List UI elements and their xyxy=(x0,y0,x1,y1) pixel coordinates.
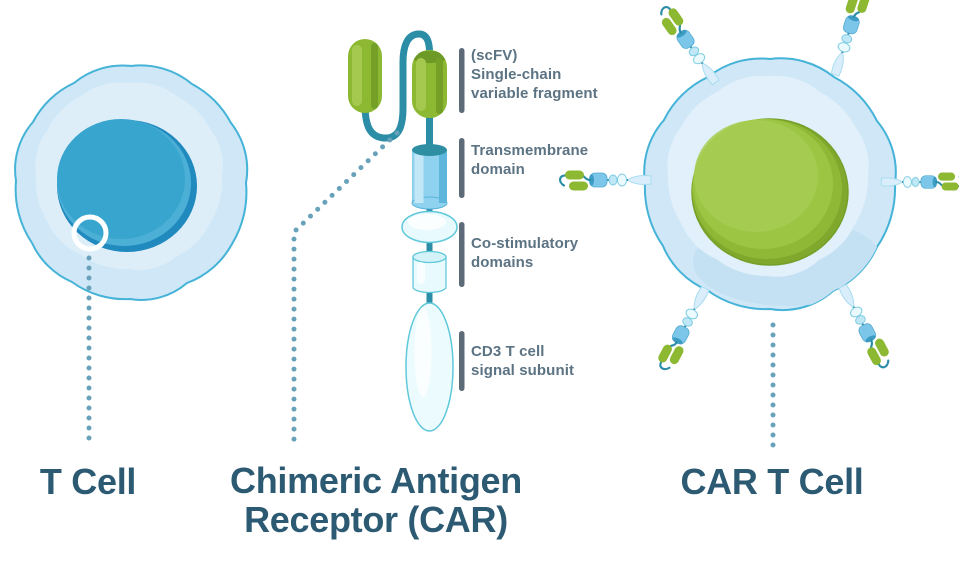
car-receptor-bottom-right xyxy=(833,280,896,373)
t-cell-illustration xyxy=(14,64,249,301)
car-receptor-top-left xyxy=(653,1,725,90)
transmembrane-label-line: domain xyxy=(471,161,525,178)
costimulatory-label: Co-stimulatory domains xyxy=(471,234,578,272)
car-title-line: Receptor (CAR) xyxy=(244,499,508,540)
car-t-cell-title: CAR T Cell xyxy=(680,461,864,502)
car-receptor-top-right xyxy=(823,0,874,79)
car-title-line: Chimeric Antigen xyxy=(230,460,522,501)
costimulatory-tick xyxy=(459,222,465,287)
transmembrane-label-line: Transmembrane xyxy=(471,142,589,159)
t-cell-nucleus xyxy=(57,119,197,252)
transmembrane-tick xyxy=(459,138,465,198)
car-t-cell-nucleus xyxy=(691,118,849,266)
scfv-label-line: variable fragment xyxy=(471,85,598,102)
transmembrane-cylinder xyxy=(411,144,448,210)
car-receptor-bottom-left xyxy=(653,282,716,375)
cd3-label-line: signal subunit xyxy=(471,362,575,379)
transmembrane-label: Transmembrane domain xyxy=(471,141,588,179)
scfv-label: (scFV) Single-chain variable fragment xyxy=(471,46,598,103)
cd3-signal-subunit xyxy=(405,302,454,432)
magnifier-circle xyxy=(71,214,109,252)
car-t-cell-illustration xyxy=(558,0,959,375)
t-cell-title: T Cell xyxy=(39,461,137,502)
costimulatory-label-line: domains xyxy=(471,254,534,271)
costimulatory-domain-cylinder xyxy=(412,250,447,294)
cd3-tick xyxy=(459,331,465,391)
cd3-label: CD3 T cell signal subunit xyxy=(471,342,574,380)
dotted-connector-middle xyxy=(291,130,400,446)
scfv-label-line: (scFV) xyxy=(471,47,518,64)
car-title: Chimeric Antigen Receptor (CAR) xyxy=(186,461,566,539)
scfv-linker-tube xyxy=(361,30,434,142)
costimulatory-domain-ellipse xyxy=(401,210,458,244)
scfv-tick xyxy=(459,48,465,113)
car-receptor-diagram xyxy=(348,30,465,432)
scfv-label-line: Single-chain xyxy=(471,66,562,83)
costimulatory-label-line: Co-stimulatory xyxy=(471,235,579,252)
scfv-fragment xyxy=(348,39,447,118)
cd3-label-line: CD3 T cell xyxy=(471,343,545,360)
